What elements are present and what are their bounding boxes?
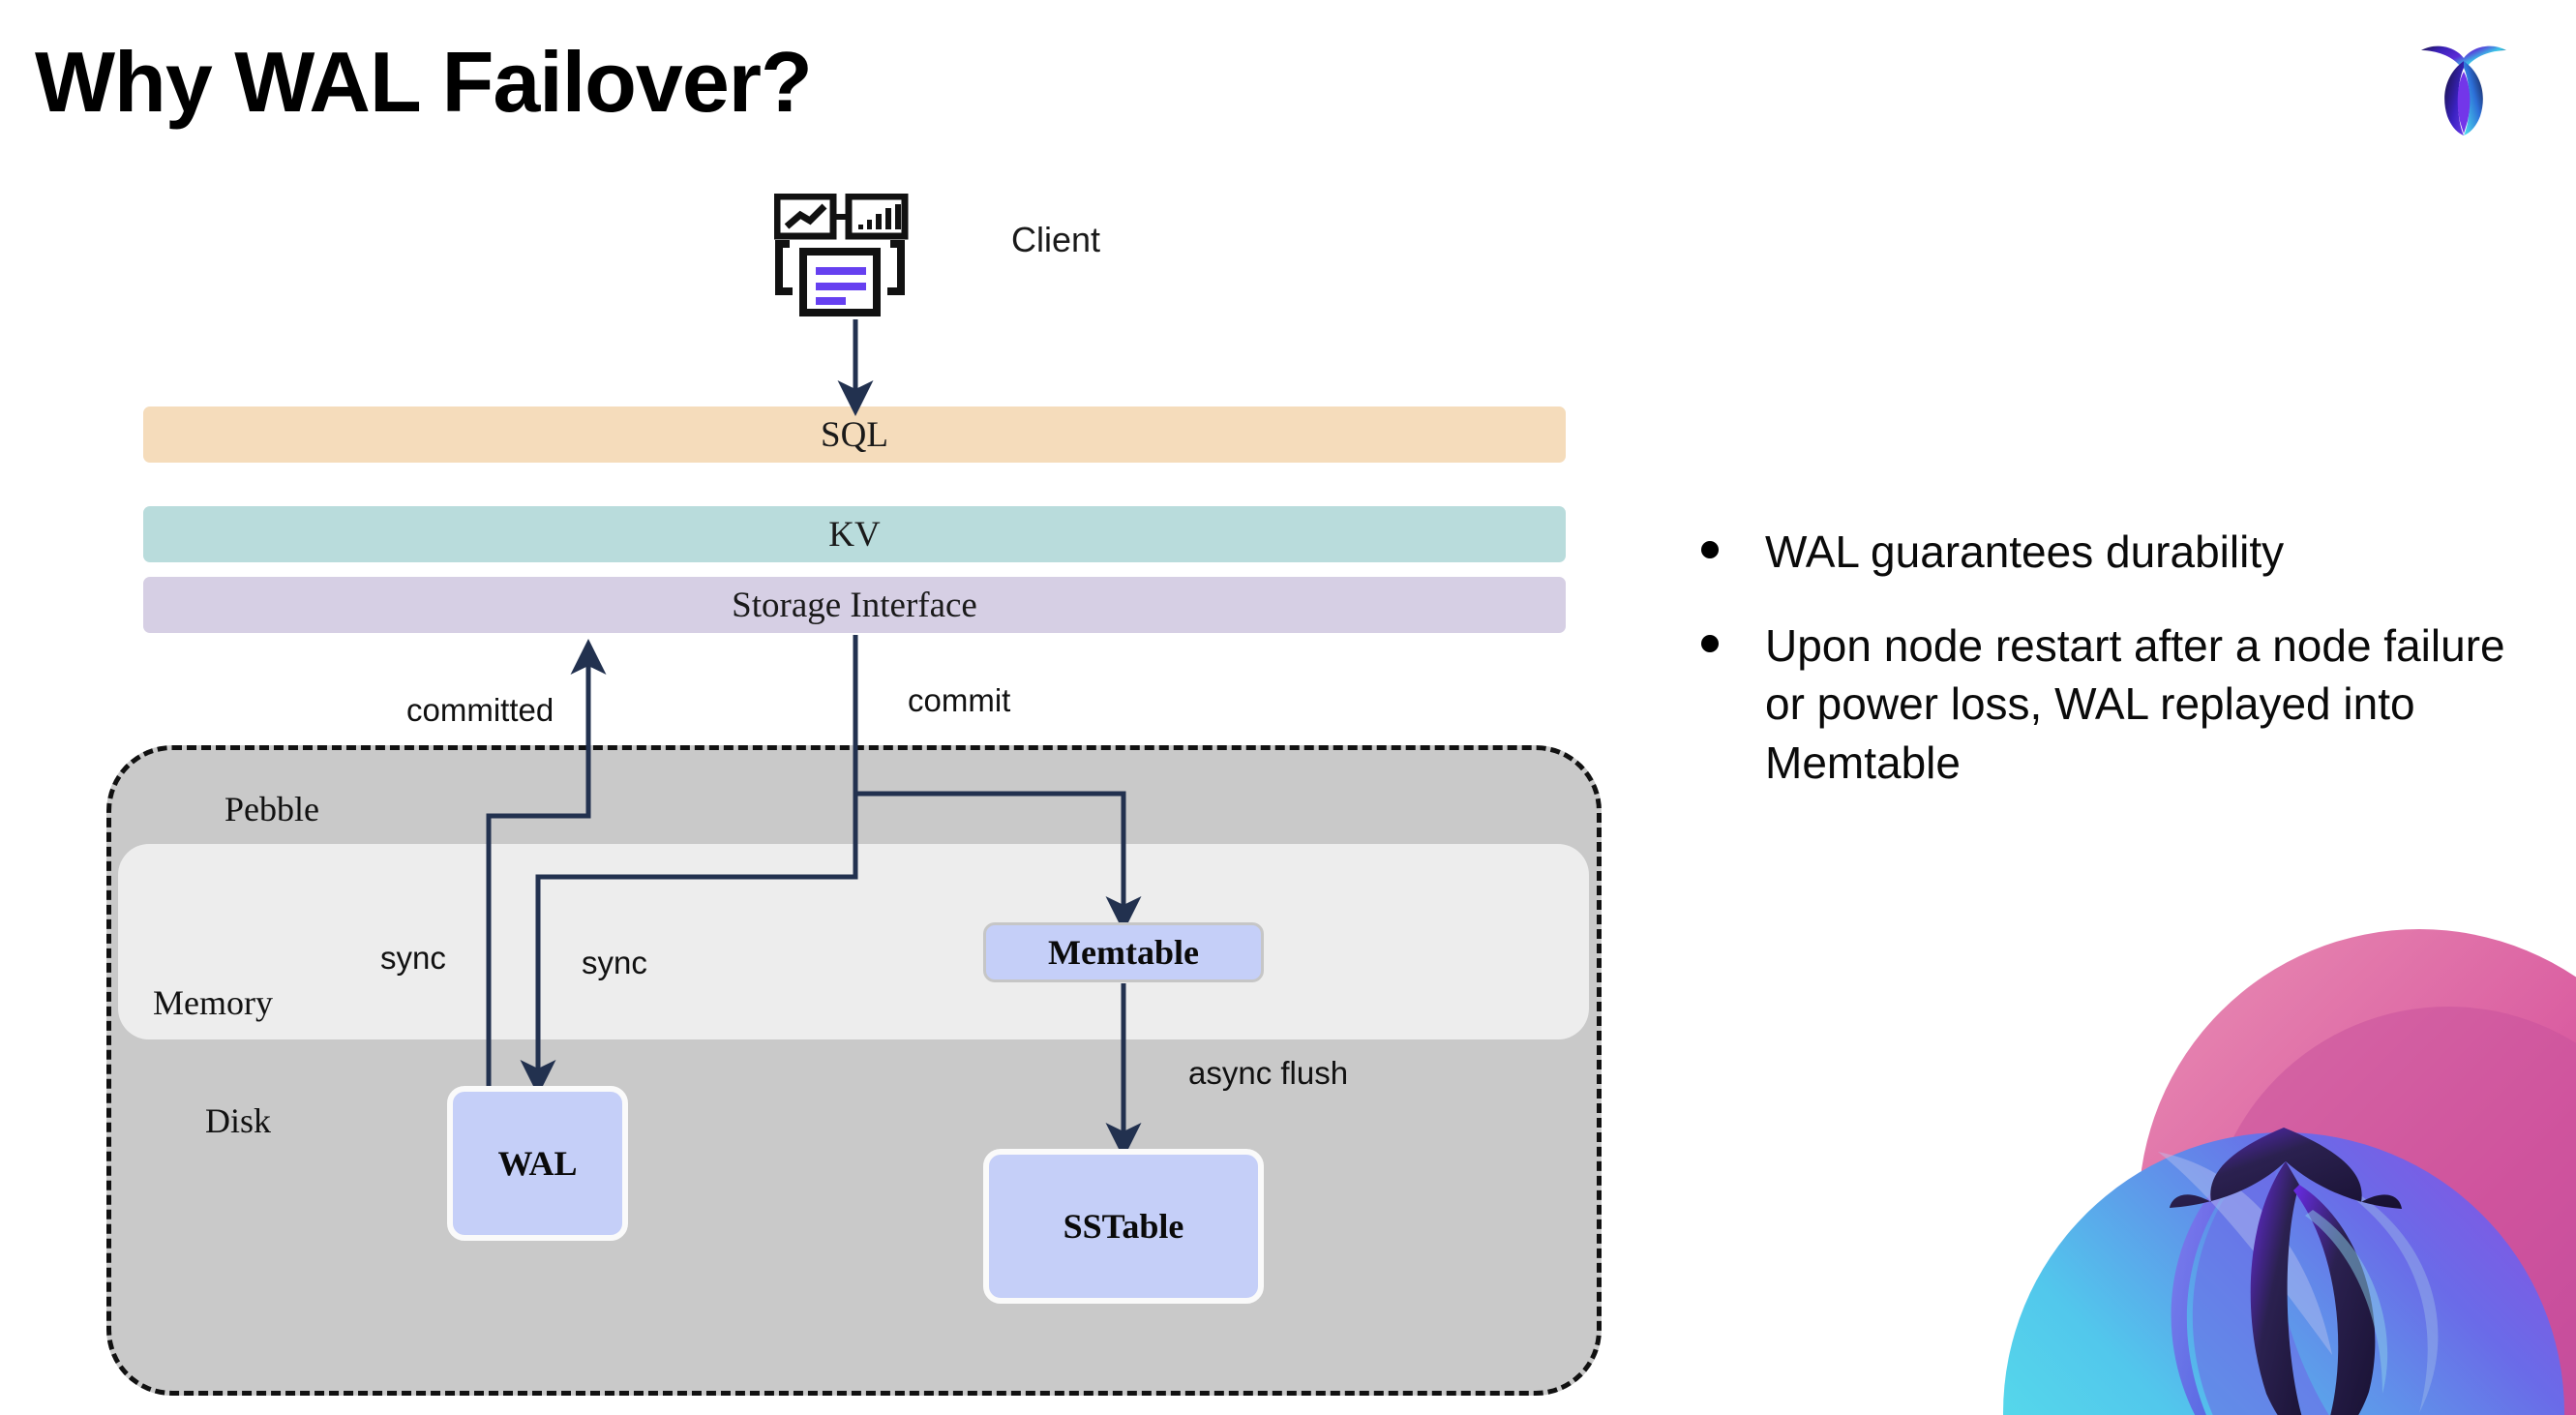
page-title: Why WAL Failover? xyxy=(35,34,813,130)
edge-label-async-flush: async flush xyxy=(1188,1055,1349,1091)
bullet-text: Upon node restart after a node failure o… xyxy=(1765,619,2505,789)
edge-label-sync-1: sync xyxy=(380,940,446,976)
edge-label-sync-2: sync xyxy=(582,945,647,980)
edge-sync-to-wal xyxy=(520,635,858,1096)
memory-label: Memory xyxy=(153,983,273,1022)
bullet-dot-icon xyxy=(1701,634,1719,652)
diagram-connectors xyxy=(486,319,1142,1159)
list-item: WAL guarantees durability xyxy=(1701,523,2533,582)
client-monitor-icon xyxy=(773,193,924,319)
layer-bar-kv: KV xyxy=(143,506,1566,562)
pebble-label: Pebble xyxy=(225,790,319,828)
node-wal-label: WAL xyxy=(497,1144,578,1183)
edge-label-commit: commit xyxy=(908,682,1011,718)
disk-label: Disk xyxy=(205,1101,272,1140)
node-memtable-label: Memtable xyxy=(1048,933,1199,972)
bullet-text: WAL guarantees durability xyxy=(1765,527,2285,577)
node-sstable: SSTable xyxy=(983,1149,1264,1304)
client-label: Client xyxy=(1011,220,1101,259)
layer-bar-sql-label: SQL xyxy=(821,414,888,455)
layer-bar-kv-label: KV xyxy=(828,514,881,555)
layer-bar-storage-interface: Storage Interface xyxy=(143,577,1566,633)
node-wal: WAL xyxy=(447,1086,628,1241)
edge-committed xyxy=(486,639,607,1086)
bullet-list: WAL guarantees durability Upon node rest… xyxy=(1701,523,2533,828)
decorative-brand-artwork xyxy=(1964,929,2576,1415)
layer-bar-storage-interface-label: Storage Interface xyxy=(732,585,977,625)
architecture-diagram: Client SQL KV Storage Interface Pebble M… xyxy=(106,193,1602,1396)
bullet-dot-icon xyxy=(1701,541,1719,558)
node-sstable-label: SSTable xyxy=(1063,1207,1184,1246)
edge-commit-to-memtable xyxy=(853,635,1142,932)
node-memtable: Memtable xyxy=(983,922,1264,982)
edge-label-committed: committed xyxy=(406,692,554,728)
cockroachdb-logo xyxy=(2417,29,2510,135)
list-item: Upon node restart after a node failure o… xyxy=(1701,617,2533,793)
